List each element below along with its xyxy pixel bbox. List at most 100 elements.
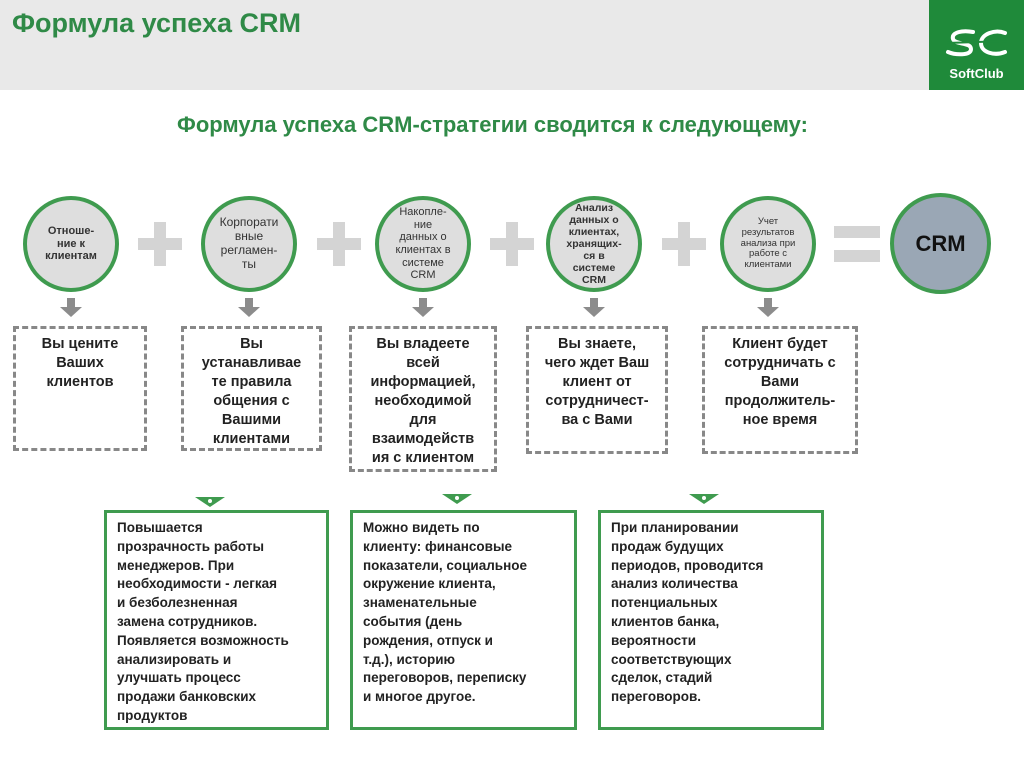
benefit-line: всей	[406, 355, 440, 371]
benefit-box-2: Вы устанавливае те правила общения с Ваш…	[181, 326, 322, 451]
benefit-line: устанавливае	[201, 355, 302, 371]
green-down-arrow-icon	[442, 494, 472, 504]
circle-line: данных о	[399, 231, 447, 244]
green-down-arrow-icon	[689, 494, 719, 504]
benefit-line: сотрудничест-	[545, 393, 649, 409]
detail-line: продаж будущих	[611, 538, 724, 554]
green-down-arrow-icon	[195, 497, 225, 507]
detail-line: рождения, отпуск и	[363, 632, 493, 648]
detail-line: Повышается	[117, 520, 203, 535]
detail-line: переговоров.	[611, 689, 702, 705]
crm-result-circle: CRM	[890, 193, 991, 294]
circle-line: Учет	[757, 215, 779, 227]
benefit-line: Вашими	[221, 412, 282, 428]
circle-line: клиентах,	[568, 225, 620, 238]
equals-icon	[834, 226, 880, 264]
benefit-line: Вы знаете,	[558, 336, 636, 352]
detail-line: улучшать процесс	[117, 670, 241, 686]
circle-line: Отноше-	[47, 225, 95, 238]
benefit-line: Вы	[240, 336, 263, 352]
benefit-line: чего ждет Ваш	[544, 355, 650, 371]
plus-icon	[138, 222, 182, 266]
benefit-line: Вы владеете	[376, 336, 470, 352]
detail-box-2: Можно видеть по клиенту: финансовые пока…	[350, 510, 577, 730]
circle-line: клиентам	[45, 250, 97, 263]
detail-line: анализировать и	[117, 651, 232, 667]
detail-line: Появляется возможность	[117, 632, 289, 648]
benefit-line: Вы цените	[41, 336, 119, 352]
detail-line: вероятности	[611, 632, 697, 648]
detail-line: соответствующих	[611, 651, 732, 667]
circle-line: системе	[572, 262, 616, 275]
benefit-line: ное время	[742, 412, 818, 428]
benefit-line: клиент от	[562, 374, 632, 390]
circle-line: ся в	[583, 250, 605, 263]
circle-line: Накопле-	[399, 206, 447, 219]
benefit-line: необходимой	[374, 393, 472, 409]
circle-line: ние	[413, 218, 433, 231]
detail-line: переговоров, переписку	[363, 670, 527, 686]
logo-text: SoftClub	[949, 66, 1004, 81]
detail-line: клиенту: финансовые	[363, 538, 513, 554]
benefit-line: клиентов	[46, 374, 114, 390]
detail-line: события (день	[363, 613, 463, 629]
circle-line: CRM	[582, 274, 606, 287]
plus-icon	[490, 222, 534, 266]
detail-line: Можно видеть по	[363, 520, 480, 535]
detail-line: менеджеров. При	[117, 557, 235, 573]
softclub-logo: SoftClub	[929, 0, 1024, 90]
circle-line: клиентами	[744, 259, 792, 271]
benefit-line: общения с	[213, 393, 290, 409]
benefit-line: ва с Вами	[561, 412, 633, 428]
benefit-line: Ваших	[56, 355, 104, 371]
circle-line: регламен-	[220, 243, 278, 257]
circle-line: ние к	[56, 237, 86, 250]
detail-line: и безболезненная	[117, 595, 238, 611]
circle-line: CRM	[410, 269, 436, 282]
subtitle: Формула успеха CRM-стратегии сводится к …	[177, 112, 808, 137]
benefit-line: клиентами	[212, 431, 291, 447]
circle-line: анализа при	[740, 237, 796, 249]
detail-line: т.д.), историю	[363, 651, 456, 667]
benefit-line: ия с клиентом	[371, 450, 475, 466]
detail-line: потенциальных	[611, 595, 718, 611]
detail-line: сделок, стадий	[611, 670, 713, 686]
detail-line: периодов, проводится	[611, 557, 764, 573]
detail-line: и многое другое.	[363, 689, 476, 705]
circle-line: данных о	[569, 213, 619, 226]
benefit-box-4: Вы знаете, чего ждет Ваш клиент от сотру…	[526, 326, 668, 454]
detail-line: замена сотрудников.	[117, 613, 258, 629]
detail-box-3: При планировании продаж будущих периодов…	[598, 510, 824, 730]
circle-line: вные	[234, 229, 264, 244]
circle-line: системе	[402, 256, 444, 269]
circle-line: ты	[241, 256, 257, 271]
circle-line: Анализ	[574, 201, 614, 214]
benefit-line: продолжитель-	[724, 393, 836, 409]
detail-line: прозрачность работы	[117, 538, 264, 554]
detail-line: продуктов	[117, 707, 188, 723]
benefit-line: те правила	[211, 374, 292, 390]
detail-line: При планировании	[611, 520, 739, 535]
benefit-line: взаимодейств	[371, 431, 475, 447]
header-bar: Формула успеха CRM SoftClub	[0, 0, 1024, 90]
detail-line: анализ количества	[611, 576, 738, 592]
circle-line: хранящих-	[566, 237, 622, 250]
plus-icon	[317, 222, 361, 266]
benefit-line: для	[409, 412, 437, 428]
detail-line: необходимости - легкая	[117, 576, 277, 592]
benefit-box-3: Вы владеете всей информацией, необходимо…	[349, 326, 497, 472]
benefit-line: информацией,	[370, 374, 476, 390]
benefit-line: Клиент будет	[732, 336, 828, 352]
detail-line: знаменательные	[363, 595, 477, 611]
page-title: Формула успеха CRM	[12, 8, 301, 38]
benefit-line: сотрудничать с	[724, 355, 836, 371]
detail-line: показатели, социальное	[363, 557, 528, 573]
benefit-box-1: Вы цените Ваших клиентов	[13, 326, 147, 451]
sc-logo-icon	[946, 29, 1008, 57]
detail-line: окружение клиента,	[363, 576, 496, 592]
detail-line: продажи банковских	[117, 689, 257, 705]
